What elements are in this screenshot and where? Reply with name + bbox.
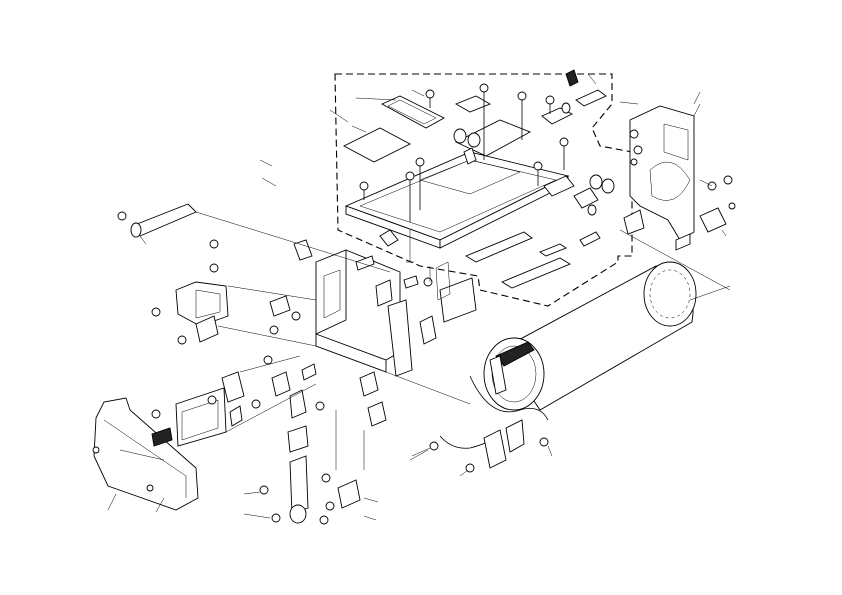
- left-bracket-lower: [151, 355, 273, 447]
- right-side-bracket: [629, 103, 701, 251]
- left-roller-shaft: [117, 203, 391, 273]
- upper-bushings: [453, 102, 615, 194]
- connection-lines: [225, 266, 471, 433]
- top-bracket-center: [454, 95, 532, 165]
- lower-link-assembly: [259, 410, 365, 525]
- upper-frame-assembly-outline: [334, 73, 633, 307]
- main-chassis-frame: [293, 239, 477, 377]
- middle-small-parts: [251, 295, 387, 427]
- upper-screws: [359, 83, 569, 222]
- front-cover: [92, 397, 199, 511]
- left-bracket-upper: [151, 263, 317, 327]
- small-block: [177, 315, 317, 347]
- feed-rails: [465, 231, 601, 289]
- right-side-small-parts: [623, 129, 736, 237]
- sheet-cover: [329, 109, 411, 163]
- leader-lines: [107, 73, 701, 521]
- cable-harness: [411, 375, 553, 473]
- gear-link-parts: [379, 175, 599, 247]
- top-bracket-left: [355, 95, 445, 129]
- upper-frame-plate: [344, 151, 570, 263]
- drum-cylinder: [483, 229, 731, 411]
